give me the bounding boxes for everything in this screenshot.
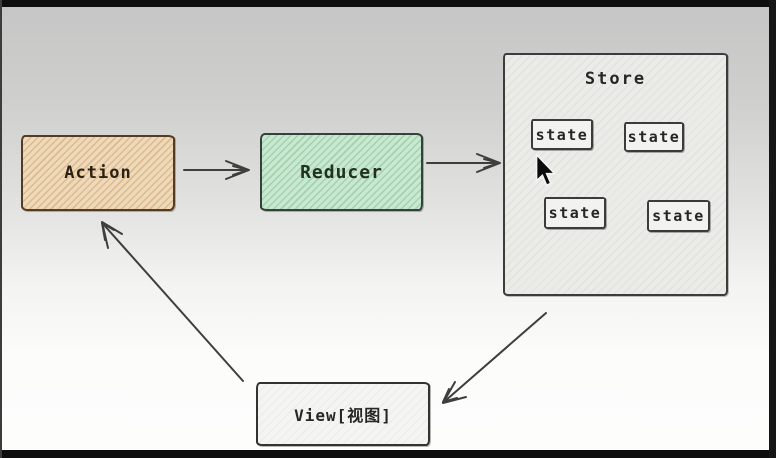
state-label: state	[652, 207, 705, 225]
arrow-action-to-reducer	[183, 160, 250, 180]
arrow-view-to-action	[101, 221, 244, 382]
view-label: View[视图]	[294, 406, 392, 425]
arrow-store-to-view	[442, 312, 547, 404]
letterbox-right	[769, 0, 776, 458]
action-label: Action	[64, 163, 132, 183]
letterbox-bottom	[0, 450, 776, 458]
state-label: state	[548, 204, 602, 222]
letterbox-top	[0, 0, 776, 7]
state-box: state	[531, 119, 593, 150]
mouse-pointer-icon	[535, 154, 557, 187]
store-label: Store	[584, 69, 647, 89]
state-label: state	[627, 128, 681, 146]
arrow-reducer-to-store	[426, 153, 501, 173]
state-box: state	[624, 122, 684, 152]
node-action: Action	[21, 135, 175, 211]
node-view: View[视图]	[256, 382, 430, 446]
state-box: state	[647, 200, 710, 232]
state-box: state	[544, 197, 606, 229]
state-label: state	[535, 125, 589, 144]
node-reducer: Reducer	[260, 133, 423, 211]
reducer-label: Reducer	[300, 161, 383, 183]
frame-left-edge	[0, 0, 2, 458]
